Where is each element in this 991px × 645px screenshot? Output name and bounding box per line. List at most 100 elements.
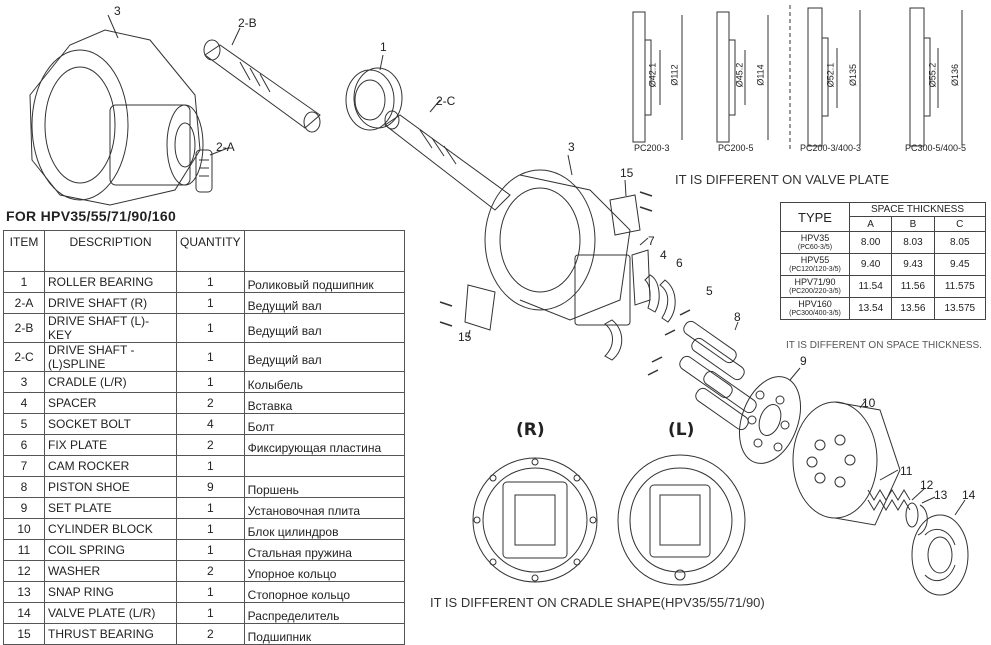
parts-table-title: FOR HPV35/55/71/90/160 [6,208,177,224]
model-name: HPV71/90 [794,276,836,287]
cell-c: 11.575 [933,275,987,298]
cell-quantity: 1 [176,271,245,293]
callout-15-top: 15 [620,166,634,180]
cell-a: 9.40 [848,253,893,276]
cell-quantity: 1 [176,539,245,561]
cell-description: CAM ROCKER [44,455,177,477]
cell-b: 11.56 [891,275,935,298]
vp4-inner: Ø55.2 [927,62,938,88]
vp3-name: PC200-3/400-3 [800,143,862,153]
cell-item: 5 [3,413,45,435]
thrust-bearing-15a [609,179,641,236]
model-sub: (PC60-3/5) [797,243,833,251]
header-quantity: QUANTITY [176,230,245,272]
cell-translation: Поршень [243,476,406,498]
cell-translation: Упорное кольцо [243,560,406,582]
cell-quantity: 1 [176,455,245,477]
cell-translation: Ведущий вал [243,313,406,343]
cell-description: DRIVE SHAFT (L)-KEY [44,313,177,343]
vp4-name: PC300-5/400-5 [905,143,967,153]
callout-4: 4 [660,248,667,262]
snap-ring-13 [917,496,936,536]
callout-2b: 2-B [238,16,257,30]
cell-item: 13 [3,581,45,603]
cell-quantity: 2 [176,434,245,456]
set-plate-9 [739,367,801,464]
cell-description: ROLLER BEARING [44,271,177,293]
cell-description: THRUST BEARING [44,623,177,645]
cell-a: 13.54 [848,297,893,320]
cell-model: HPV35(PC60-3/5) [780,231,850,254]
model-sub: (PC120/120-3/5) [789,265,841,273]
col-c: C [933,216,987,232]
coil-spring-11 [867,469,911,511]
valve-plate-sections [632,5,963,150]
cell-translation: Стопорное кольцо [243,581,406,603]
cell-translation: Распределитель [243,602,406,624]
callout-5: 5 [706,284,713,298]
vp1-inner: Ø42.1 [647,62,658,88]
cell-quantity: 1 [176,602,245,624]
cell-description: SPACER [44,392,177,414]
cell-description: CYLINDER BLOCK [44,518,177,540]
spacer-4 [644,274,660,313]
cell-model: HPV71/90(PC200/220-3/5) [780,275,850,298]
valve-plate-14 [911,499,969,596]
cell-translation [243,455,406,477]
space-thickness-table: TYPE SPACE THICKNESS A B C HPV35(PC60-3/… [780,202,987,320]
cell-translation: Установочная плита [243,497,406,519]
cell-description: CRADLE (L/R) [44,371,177,393]
cell-item: 4 [3,392,45,414]
thrust-bearing-15b [464,284,496,339]
cell-description: DRIVE SHAFT (R) [44,292,177,314]
cell-b: 13.56 [891,297,935,320]
vp3-outer: Ø135 [848,63,859,87]
cell-c: 8.05 [933,231,987,254]
cell-translation: Колыбель [243,371,406,393]
cell-translation: Болт [243,413,406,435]
cradle-shape-r [472,457,598,583]
cell-quantity: 2 [176,623,245,645]
cell-item: 7 [3,455,45,477]
drive-shaft-2c [384,99,511,211]
model-name: HPV55 [800,254,830,265]
vp1-outer: Ø112 [669,64,680,86]
cell-translation: Ведущий вал [243,342,406,372]
cell-translation: Блок цилиндров [243,518,406,540]
vp2-outer: Ø114 [755,64,766,86]
cell-description: DRIVE SHAFT -(L)SPLINE [44,342,177,372]
callout-3-top: 3 [114,4,121,18]
vp4-outer: Ø136 [950,63,961,87]
callout-10: 10 [862,396,876,410]
callout-11: 11 [900,464,913,478]
cell-quantity: 1 [176,342,245,372]
cell-quantity: 4 [176,413,245,435]
drive-shaft-2b [203,27,321,133]
cell-description: PISTON SHOE [44,476,177,498]
callout-12: 12 [920,478,934,492]
model-sub: (PC300/400-3/5) [789,309,841,317]
cell-b: 8.03 [891,231,935,254]
cell-quantity: 1 [176,518,245,540]
cell-item: 3 [3,371,45,393]
cell-description: SNAP RING [44,581,177,603]
cam-rocker-7 [631,237,651,306]
cell-item: 2-C [3,342,45,372]
cell-translation: Подшипник [243,623,406,645]
callout-1: 1 [380,40,387,54]
cell-translation: Стальная пружина [243,539,406,561]
